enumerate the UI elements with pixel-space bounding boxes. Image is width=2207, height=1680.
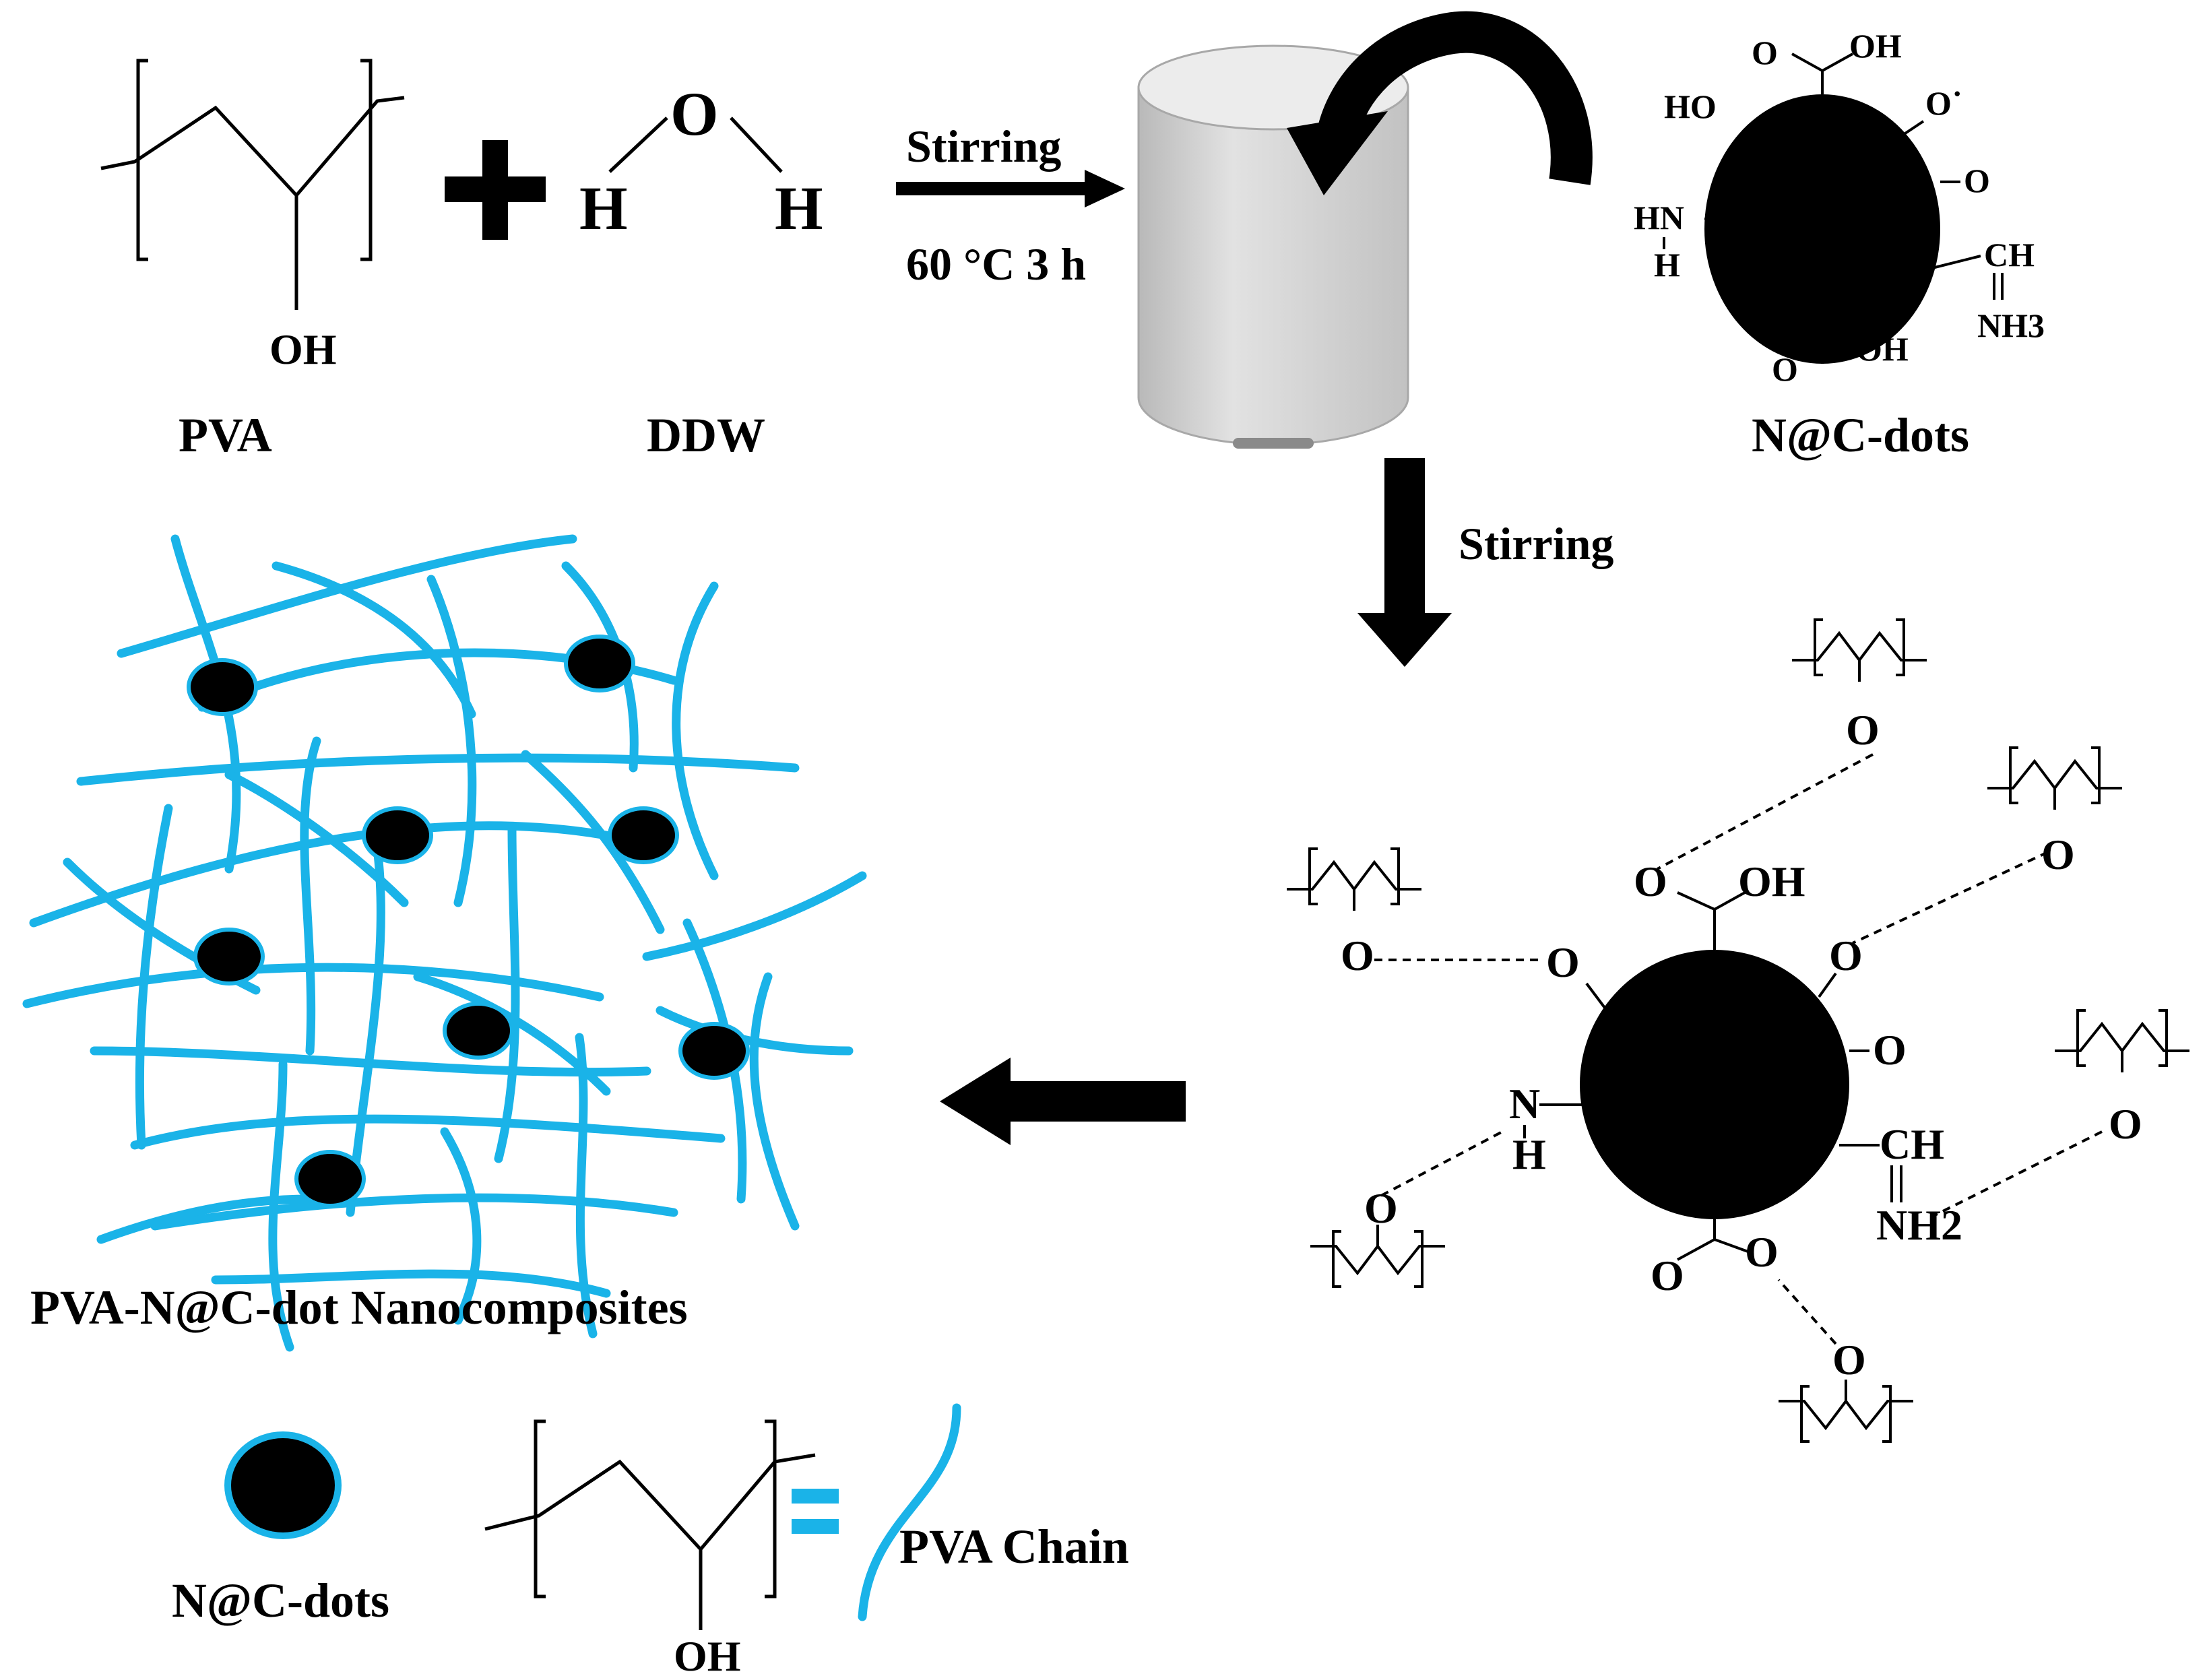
ncdot-ho: HO <box>1664 88 1717 125</box>
complex-ch: CH <box>1880 1120 1944 1168</box>
complex-pva-far-right-o: O <box>2109 1100 2142 1148</box>
legend-oh-text: OH <box>674 1632 741 1680</box>
ncdot-nh3: NH3 <box>1977 306 2045 344</box>
embedded-dot <box>608 806 679 864</box>
nanocomposite-network <box>22 534 867 1352</box>
complex-pva-top-o: O <box>1846 706 1880 754</box>
ncdot-o-radical: O˙ <box>1925 84 1963 122</box>
step1-arrow <box>896 170 1125 207</box>
complex-keto-o: O <box>1873 1026 1907 1074</box>
legend: N@C-dots OH PVA Chain <box>172 1403 1129 1680</box>
complex-h: H <box>1512 1130 1546 1178</box>
ncdot-keto-o: O <box>1964 162 1990 199</box>
bonded-complex: O OH O O O N H CH NH2 O O O O O O <box>1285 618 2191 1443</box>
ncdot-bottom-oh: OH <box>1856 330 1909 368</box>
ncdot-structure: O OH HO O˙ O HN H CH NH3 O OH <box>1634 27 2045 388</box>
water-o-text: O <box>670 79 719 148</box>
water-h-left-text: H <box>579 174 628 243</box>
curved-arrow-icon <box>1287 11 1593 195</box>
embedded-dot <box>294 1150 366 1208</box>
pva-label: PVA <box>179 408 272 462</box>
embedded-dot <box>362 806 433 864</box>
legend-chain-label: PVA Chain <box>899 1520 1129 1574</box>
legend-pva-structure: OH <box>484 1419 816 1680</box>
ncdot-bottom-o: O <box>1772 350 1798 388</box>
embedded-dot <box>193 928 265 986</box>
step2-arrow-label: Stirring <box>1459 518 1613 569</box>
complex-pva-bottom-o: O <box>1832 1336 1866 1384</box>
pva-oh-text: OH <box>269 325 337 373</box>
step1-arrow-label: Stirring <box>906 121 1061 172</box>
complex-pva-left-o: O <box>1341 932 1374 979</box>
ncdot-h: H <box>1654 246 1680 284</box>
step3-arrow <box>940 1058 1186 1145</box>
ncdot-hn: HN <box>1634 199 1684 236</box>
pva-structure: OH <box>100 59 405 373</box>
complex-n: N <box>1509 1080 1540 1128</box>
complex-pva-bottom-left-o: O <box>1364 1184 1398 1232</box>
complex-top-o: O <box>1634 858 1667 905</box>
complex-bottom-oh-o: O <box>1745 1228 1779 1276</box>
embedded-dot <box>678 1022 750 1080</box>
step1-condition: 60 °C 3 h <box>906 238 1086 290</box>
complex-left-o: O <box>1546 938 1580 986</box>
step2-arrow <box>1357 458 1452 667</box>
legend-chain-icon <box>858 1403 961 1621</box>
ncdot-label: N@C-dots <box>1752 408 1969 462</box>
ncdot-top-oh: OH <box>1849 27 1902 65</box>
embedded-dot <box>564 635 635 692</box>
embedded-dot <box>443 1002 514 1060</box>
ncdot-top-o: O <box>1752 34 1778 71</box>
water-h-right-text: H <box>775 174 823 243</box>
ddw-label: DDW <box>647 408 765 462</box>
complex-bottom-o: O <box>1651 1252 1684 1299</box>
beaker-icon <box>1137 44 1409 449</box>
ncdot-ch: CH <box>1984 236 2035 273</box>
legend-dot-label: N@C-dots <box>172 1574 389 1627</box>
plus-icon <box>445 140 546 240</box>
complex-top-oh: OH <box>1738 858 1805 905</box>
complex-pva-right-o: O <box>2041 831 2075 878</box>
nanocomposite-label: PVA-N@C-dot Nanocomposites <box>30 1281 688 1334</box>
legend-dot-icon <box>224 1431 342 1539</box>
complex-right-o: O <box>1829 932 1863 979</box>
water-structure: O H H <box>579 79 823 243</box>
embedded-dot <box>187 658 258 716</box>
equals-icon <box>792 1489 839 1534</box>
